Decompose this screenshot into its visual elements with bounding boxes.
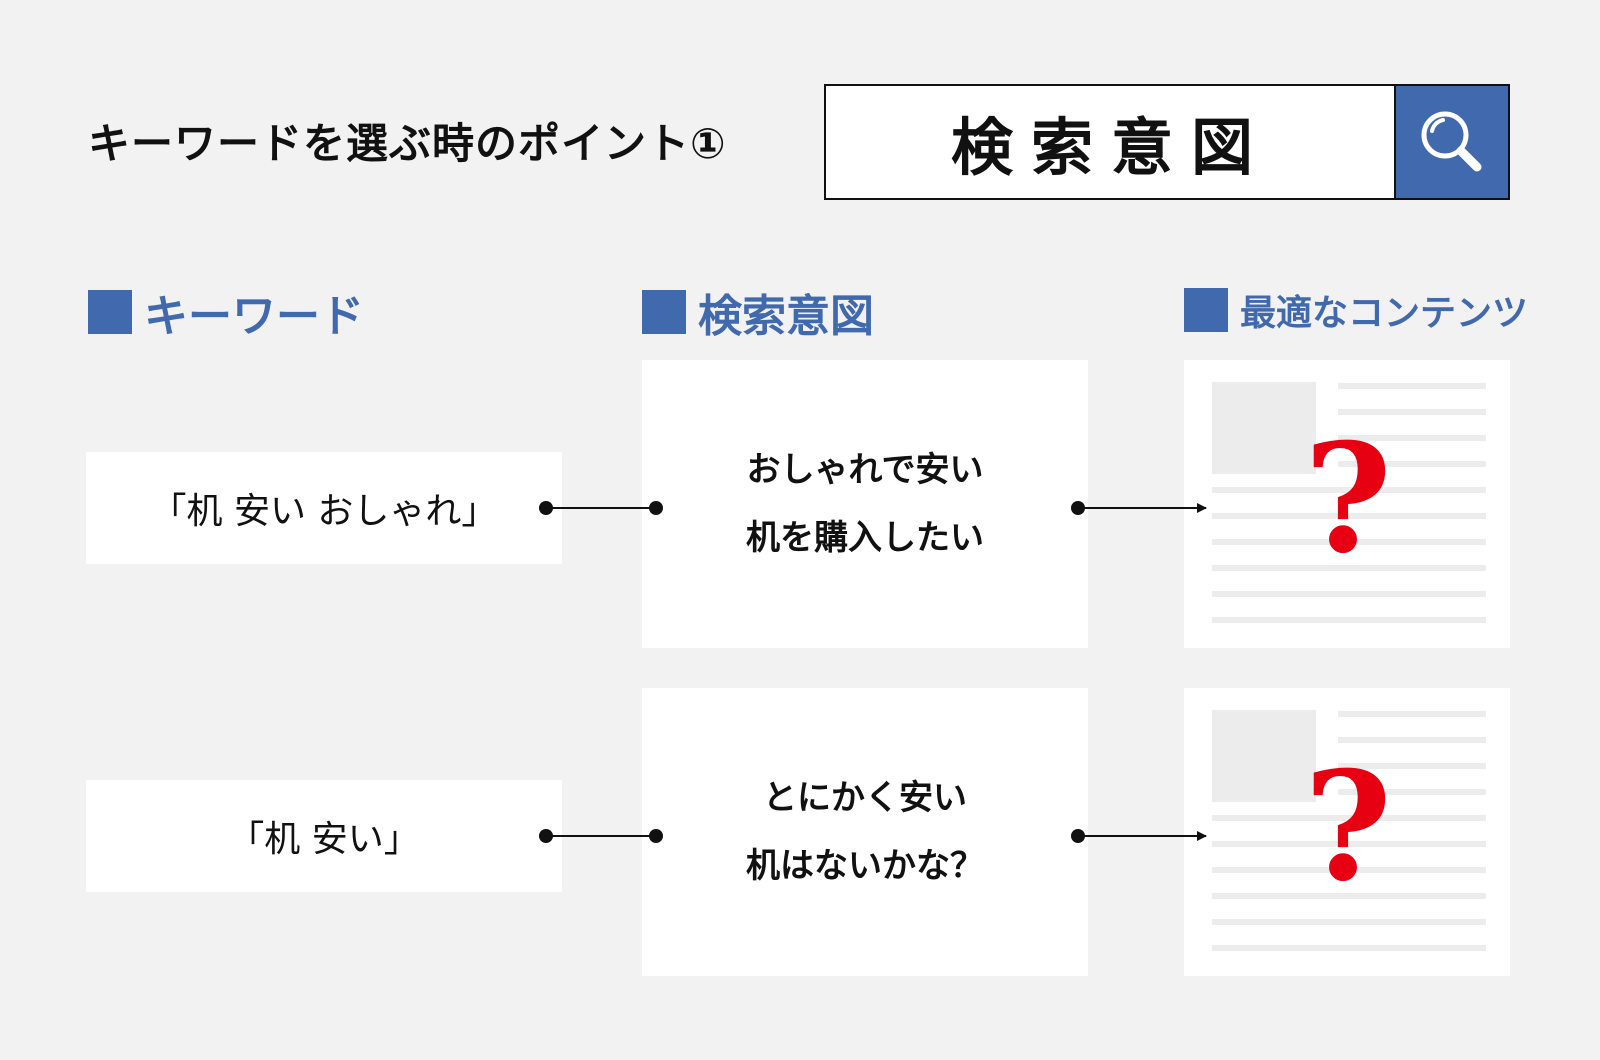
intent-line: とにかく安い [763,778,967,818]
keyword-box: 「机 安い」 [86,780,562,892]
intent-line: 机はないかな？ [746,846,984,886]
content-wireframe [1212,382,1486,623]
column-heading-keyword-label: キーワード [144,291,364,342]
column-heading-keyword: キーワード [88,280,364,344]
heading-square-marker [1184,288,1228,332]
connector-row-1 [539,501,1207,515]
content-placeholder: ? [1184,360,1510,648]
question-mark: ? [1304,739,1392,915]
column-heading-content-label: 最適なコンテンツ [1240,293,1529,334]
keyword-text: 「机 安い おしゃれ」 [150,491,498,532]
search-button[interactable] [1394,86,1508,198]
intent-box: とにかく安い 机はないかな？ [642,688,1088,976]
question-mark: ? [1304,411,1392,587]
intent-box: おしゃれで安い 机を購入したい [642,360,1088,648]
content-wireframe [1212,710,1486,951]
intent-line: おしゃれで安い [746,450,984,490]
page-title: キーワードを選ぶ時のポイント① [88,119,727,168]
intent-line: 机を購入したい [746,518,984,558]
column-heading-content: 最適なコンテンツ [1184,284,1528,336]
search-bar[interactable]: 検索意図 [824,84,1510,200]
column-heading-intent-label: 検索意図 [698,291,874,342]
search-query-text: 検索意図 [950,111,1271,184]
heading-square-marker [642,290,686,334]
heading-square-marker [88,290,132,334]
keyword-text: 「机 安い」 [228,819,420,860]
connector-row-2 [539,829,1207,843]
content-placeholder: ? [1184,688,1510,976]
search-icon [1421,111,1482,172]
column-heading-intent: 検索意図 [642,280,874,344]
keyword-box: 「机 安い おしゃれ」 [86,452,562,564]
